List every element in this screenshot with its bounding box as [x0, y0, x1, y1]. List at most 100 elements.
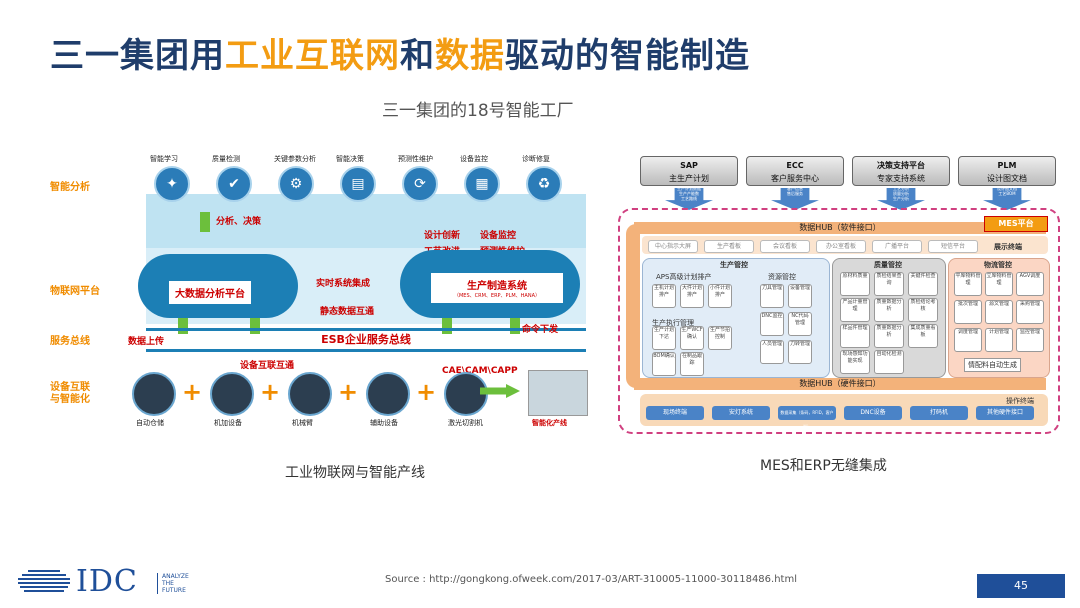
cae-label: CAE\CAM\CAPP — [442, 366, 518, 376]
production-system-sub: （MES、CRM、ERP、PLM、HANA） — [453, 293, 541, 299]
logistics-control-title: 物流管控 — [984, 261, 1012, 269]
resource-cell: NC代码管理 — [788, 312, 812, 336]
device-label: 机械臂 — [292, 419, 313, 427]
arrow-to-smart-line — [480, 384, 520, 398]
system-box: 决策支持平台专家支持系统 — [852, 156, 950, 186]
top-item-icon: ✔ — [216, 166, 252, 202]
system-name: 决策支持平台 — [877, 161, 925, 170]
idc-globe-icon — [18, 570, 70, 592]
logistics-cell: 平库物料管理 — [954, 272, 982, 296]
display-chip: 广播平台 — [872, 240, 922, 253]
top-item-icon: ⚙ — [278, 166, 314, 202]
production-control-title: 生产管控 — [720, 261, 748, 269]
device-interconnect-label: 设备互联互通 — [240, 361, 295, 371]
row-label-iot: 物联网平台 — [50, 286, 100, 297]
system-name: ECC — [786, 161, 804, 170]
hub-hardware: 数据HUB（硬件接口） — [634, 378, 1046, 390]
source-link[interactable]: Source : http://gongkong.ofweek.com/2017… — [385, 574, 797, 585]
top-item-icon: ▦ — [464, 166, 500, 202]
tagline-line-1: ANALYZE — [162, 573, 189, 580]
logistics-cell: AGV调度 — [1016, 272, 1044, 296]
quality-cell: 关键件检查 — [908, 272, 938, 296]
device-image — [132, 372, 176, 416]
down-arrow-command — [510, 318, 520, 334]
title-part-3: 和 — [400, 36, 435, 76]
resource-title: 资源管控 — [768, 273, 796, 281]
bigdata-platform-box: 大数据分析平台 — [168, 280, 252, 305]
idc-tagline: ANALYZE THE FUTURE — [157, 573, 189, 594]
resource-cell: 设备管理 — [788, 284, 812, 308]
analysis-band — [146, 194, 586, 248]
system-arrow-note: 工艺分析 质量分析 生产分析 — [893, 186, 909, 201]
exec-cell: 生产WCF确认 — [680, 326, 704, 350]
logistics-cell: 调度管理 — [954, 328, 982, 352]
ops-chip: 数据采集（条码，RFID，客户端） — [778, 406, 836, 429]
system-desc: 主生产计划 — [669, 174, 709, 183]
system-desc: 客户服务中心 — [771, 174, 819, 183]
device-label: 辅助设备 — [370, 419, 398, 427]
top-item-label: 诊断修复 — [522, 155, 550, 163]
top-item-label: 关键参数分析 — [274, 155, 316, 163]
up-arrow-2 — [442, 318, 452, 334]
row-label-analysis: 智能分析 — [50, 182, 90, 193]
plus-icon: + — [338, 378, 359, 406]
quality-cell: 样品件管理 — [840, 324, 870, 348]
top-item-icon: ▤ — [340, 166, 376, 202]
title-part-5: 驱动的智能制造 — [505, 36, 750, 76]
slide-subtitle: 三一集团的18号智能工厂 — [382, 101, 574, 121]
ops-terminal-label: 操作终端 — [1006, 397, 1034, 405]
page-number: 45 — [977, 574, 1065, 598]
device-label: 机加设备 — [214, 419, 242, 427]
top-item-label: 智能决策 — [336, 155, 364, 163]
display-chip: 会议看板 — [760, 240, 810, 253]
quality-cell: 自动化检测 — [874, 350, 904, 374]
quality-control-title: 质量管控 — [874, 261, 902, 269]
logistics-extra: 情配料自动生成 — [964, 358, 1021, 372]
system-down-arrow — [877, 188, 925, 210]
slide-title: 三一集团用工业互联网和数据驱动的智能制造 — [50, 28, 750, 77]
smart-line-label: 智能化产线 — [532, 419, 567, 427]
logistics-cell: 立库物料管理 — [985, 272, 1013, 296]
iot-diagram: 智能分析 物联网平台 服务总线 设备互联 与智能化 智能学习✦质量检测✔关键参数… — [50, 150, 595, 440]
system-name: PLM — [997, 161, 1017, 170]
system-desc: 专家支持系统 — [877, 174, 925, 183]
top-item-label: 智能学习 — [150, 155, 178, 163]
quality-cell: 质量数据分析 — [874, 324, 904, 348]
display-terminal-label: 展示终端 — [994, 243, 1022, 251]
logistics-cell: 源文管理 — [985, 300, 1013, 324]
top-item-icon: ✦ — [154, 166, 190, 202]
device-label: 自动仓储 — [136, 419, 164, 427]
resource-cell: DNC监控 — [760, 312, 784, 336]
quality-cell: 现场感知功能实现 — [840, 350, 870, 374]
logistics-cell: 采购管理 — [1016, 300, 1044, 324]
display-chip: 办公室看板 — [816, 240, 866, 253]
quality-cell: 质量数据分析 — [874, 298, 904, 322]
row-label-device: 设备互联 与智能化 — [50, 382, 90, 405]
device-monitor-label: 设备监控 — [480, 231, 517, 241]
top-item-label: 质量检测 — [212, 155, 240, 163]
display-chip: 短信平台 — [928, 240, 978, 253]
display-chip: 中心指示大屏 — [648, 240, 698, 253]
plus-icon: + — [182, 378, 203, 406]
aps-title: APS高级计划排产 — [656, 273, 712, 281]
system-arrow-note: 客户信息 售后服务 — [787, 186, 803, 196]
data-upload-label: 数据上传 — [128, 337, 165, 347]
system-down-arrow — [771, 188, 819, 210]
esb-bus: ESB企业服务总线 — [146, 328, 586, 352]
resource-cell: 人员管理 — [760, 340, 784, 364]
quality-cell: 产品计量管理 — [840, 298, 870, 322]
realtime-integration-label: 实时系统集成 — [316, 279, 371, 289]
logistics-cell: 计划管理 — [985, 328, 1013, 352]
system-down-arrow — [983, 188, 1031, 210]
hub-side-bar — [626, 224, 640, 388]
top-item-label: 设备监控 — [460, 155, 488, 163]
title-part-4: 数据 — [435, 36, 505, 76]
aps-cell: 主机计划排产 — [652, 284, 676, 308]
static-data-label: 静态数据互通 — [320, 307, 375, 317]
title-part-1: 三一集团用 — [50, 36, 225, 76]
ops-chip: 现场终端 — [646, 406, 704, 420]
quality-cell: 质检结论考核 — [908, 298, 938, 322]
down-arrow-1 — [250, 318, 260, 334]
design-innovation-label: 设计创新 — [424, 231, 461, 241]
device-label: 激光切割机 — [448, 419, 483, 427]
